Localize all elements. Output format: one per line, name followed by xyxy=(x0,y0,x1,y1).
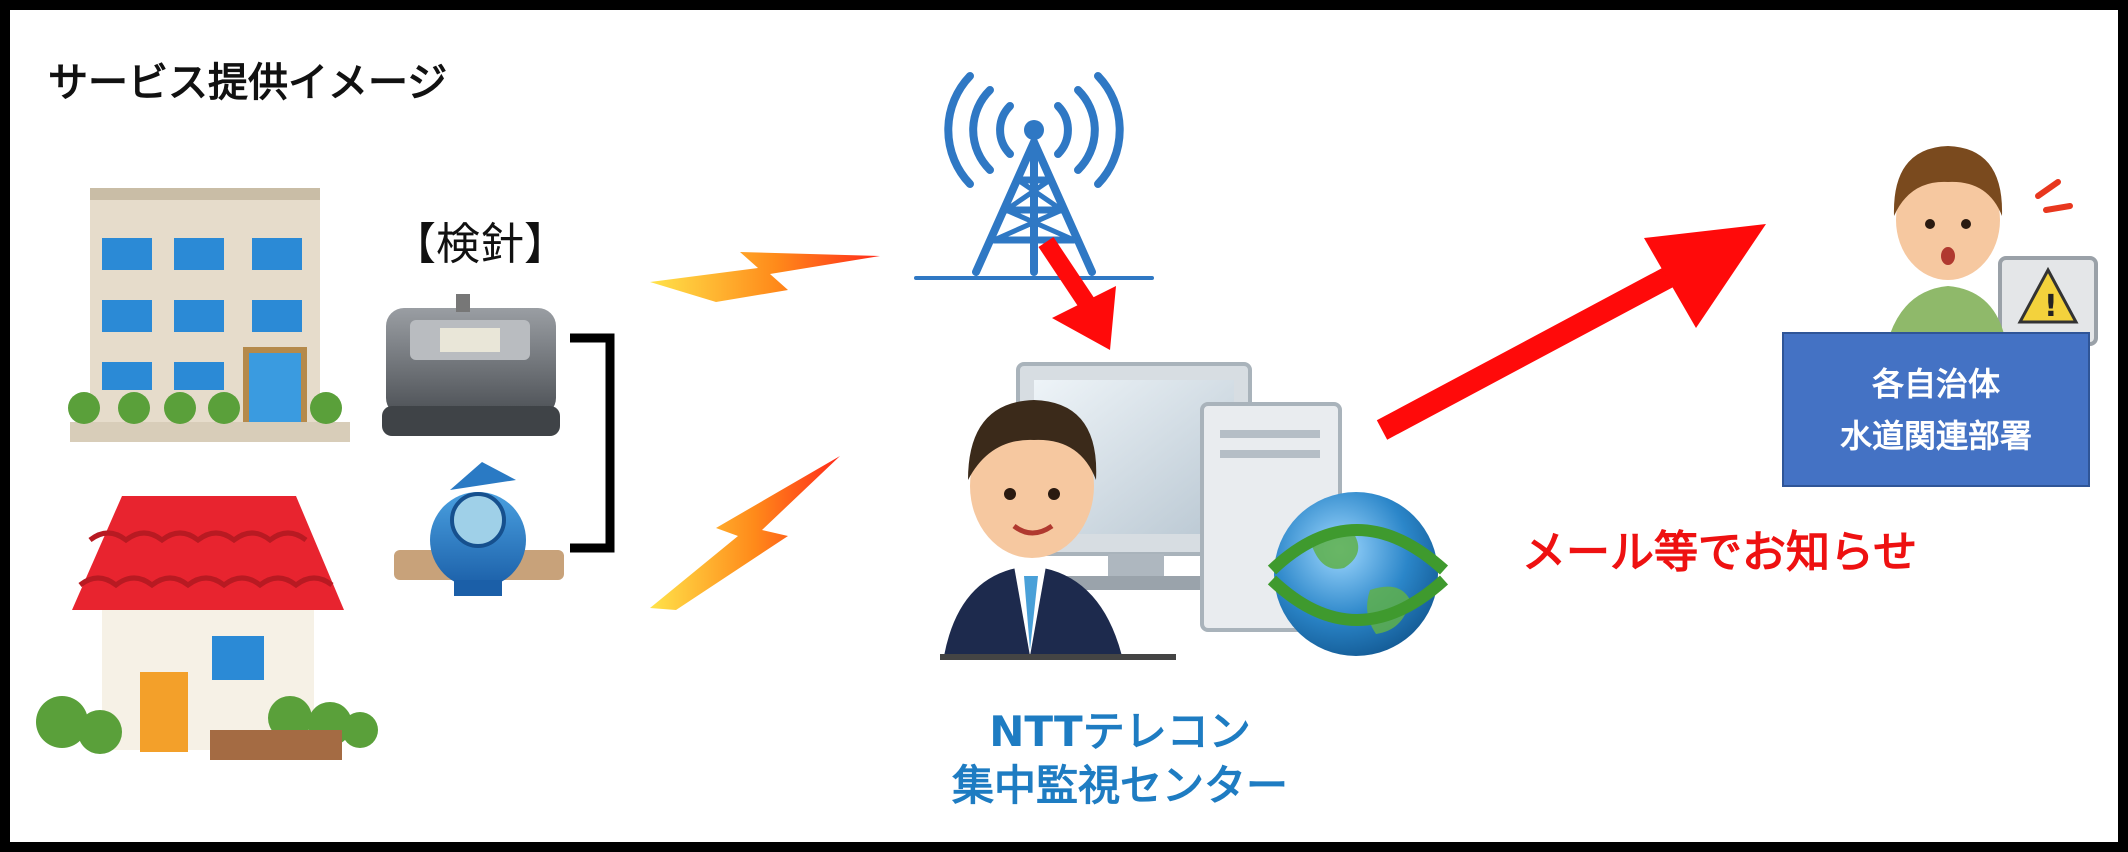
department-line-2: 水道関連部署 xyxy=(1839,416,2032,455)
meter-reading-label: 【検針】 xyxy=(392,219,568,270)
arrow-tower-to-center xyxy=(1038,237,1116,350)
monitoring-center-name: NTTテレコン xyxy=(989,707,1251,756)
notification-label: メール等でお知らせ xyxy=(1522,527,1918,578)
arrow-center-to-department xyxy=(1376,224,1766,440)
illustration-layer: ! xyxy=(36,72,2098,760)
radio-tower-icon xyxy=(914,72,1154,280)
office-building-icon xyxy=(68,188,350,442)
connector-bracket xyxy=(570,333,615,553)
globe-network-icon xyxy=(1267,492,1449,656)
wireless-signal-bolt-upper-icon xyxy=(650,252,880,302)
smart-meter-icon xyxy=(382,294,560,436)
wireless-signal-bolt-lower-icon xyxy=(650,456,840,610)
svg-text:!: ! xyxy=(2044,289,2058,324)
operator-person-icon xyxy=(940,400,1176,660)
department-box: 各自治体 水道関連部署 xyxy=(1782,332,2090,487)
department-line-1: 各自治体 xyxy=(1871,364,2000,403)
monitoring-center-subtitle: 集中監視センター xyxy=(951,761,1288,810)
diagram-title: サービス提供イメージ xyxy=(48,60,448,106)
department-staff-icon: ! xyxy=(1890,146,2098,346)
house-icon xyxy=(36,496,378,760)
water-meter-icon xyxy=(394,462,564,596)
